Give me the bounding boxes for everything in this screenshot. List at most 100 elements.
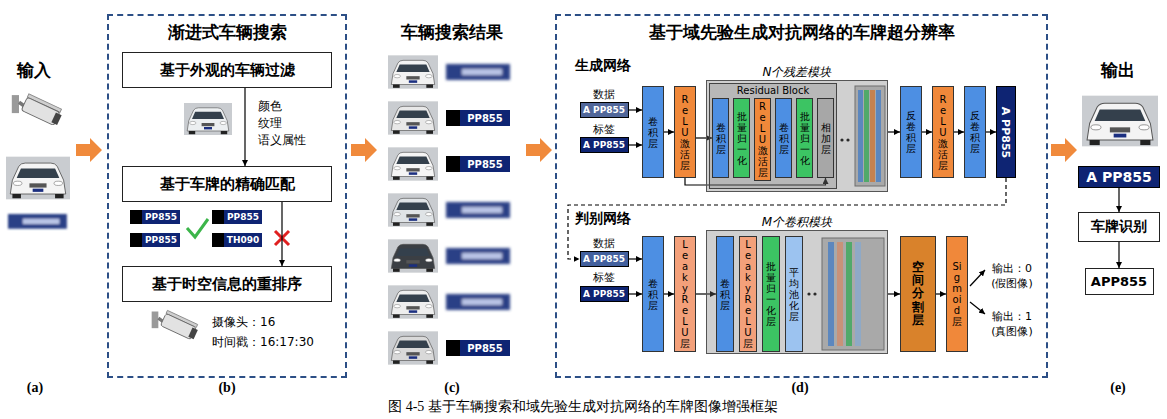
batchnorm-layer: 批量归一化 [733,98,750,178]
section-heading: 输入 [17,59,51,82]
node-text: Residual Block [710,85,836,96]
node-text: 车牌识别 [1091,218,1147,236]
connector-arrow [936,293,946,294]
attribute-label: 颜色 [258,98,282,115]
connector-arrow [1118,242,1119,268]
conv-layer: 卷积层 [712,98,729,178]
connector-arrow [281,202,282,266]
conv-layer: 卷积层 [775,98,792,178]
connector-arrow [629,258,643,259]
relu-layer: ReLU激活层 [754,98,771,181]
panel-title: 渐进式车辆搜索 [109,21,345,44]
connector-arrow [629,109,643,110]
process-box: 基于时空信息的重排序 [122,266,332,302]
plate-text: PP855 [467,113,503,124]
attribute-label: 语义属性 [258,132,306,149]
car-photo [388,193,438,226]
plate-mask [130,233,142,247]
node-text: A PP855 [1086,169,1151,185]
module-group: M个卷积模块卷积层LeakyReLU层批量归一化层平均池化层 [706,230,888,354]
connector-arrow [954,131,964,132]
node-text: 基于外观的车辆过滤 [160,61,295,80]
section-heading: 车辆搜索结果 [401,21,503,44]
deconv-layer: 反卷积层 [900,86,922,178]
output-label: 输出：1 [992,309,1032,324]
panel-letter: (c) [444,380,460,396]
output-label: (假图像) [991,276,1033,291]
connector-arrow [244,88,245,166]
input-label: 标签 [593,270,615,285]
flow-arrow [351,138,377,162]
subnet-heading: 生成网络 [575,57,631,75]
camera-info: 摄像头：16 [212,314,275,331]
plate-mask [446,340,460,356]
module-group: N个残差模块Residual Block卷积层批量归一化ReLU激活层卷积层批量… [706,80,888,192]
plate-mask [446,156,460,172]
plate-photo [212,210,262,224]
plate-text: PP855 [145,235,177,245]
panel-title: 基于域先验生成对抗网络的车牌超分辨率 [557,21,1046,44]
connector-arrow [664,131,674,132]
panel-letter: (d) [791,380,808,396]
deconv-layer: 反卷积层 [964,86,986,178]
blurred-plate-photo [446,202,510,218]
plate-text: TH090 [227,235,259,245]
node-text: ReLU激活层 [680,94,690,171]
group-heading: N个残差模块 [707,64,887,81]
plate-photo [446,156,510,172]
plate-image: A PP855 [1078,166,1160,188]
plate-mask [212,210,224,224]
connector-arrow [888,293,900,294]
plate-text: PP855 [227,212,259,222]
connector-arrow [664,293,674,294]
plate-mask [130,210,142,224]
car-photo [6,157,70,200]
node-text: Sigmoid层 [952,261,962,327]
output-label: 输出：0 [992,261,1032,276]
input-label: 数据 [593,236,615,251]
car-photo [388,55,438,88]
node-text: ReLU激活层 [938,94,948,171]
car-photo [388,101,438,134]
node-text: 相加层 [821,122,831,155]
subnet-heading: 判别网络 [575,210,631,228]
node-text: 基于时空信息的重排序 [152,275,302,294]
node-text: 卷积层 [779,122,789,155]
node-text: 反卷积层 [970,110,980,154]
relu-layer: ReLU激活层 [932,86,954,178]
spatial-split-layer: 空间分割层 [900,236,936,352]
plate-image: A PP855 [580,286,629,302]
process-box: 车牌识别 [1078,212,1160,242]
process-box: 基于外观的车辆过滤 [122,52,332,88]
plate-text: PP855 [145,212,177,222]
add-layer: 相加层 [817,98,834,178]
node-text: A PP855 [583,254,625,264]
node-text: A PP855 [583,289,625,299]
plate-text: PP855 [467,159,503,170]
car-thumbnail [184,103,232,135]
camera-icon [152,310,200,340]
node-text: A PP855 [583,105,625,115]
flow-arrow [1051,138,1077,162]
camera-icon [12,94,64,127]
plate-photo [446,340,510,356]
flow-arrow [76,138,102,162]
node-text: 反卷积层 [906,110,916,154]
panel-letter: (e) [1110,380,1126,396]
node-text: A PP855 [1000,106,1013,157]
node-text: A PP855 [583,140,625,150]
leakyrelu-layer: LeakyReLU层 [739,236,757,352]
camera-info: 时间戳：16:17:30 [212,334,314,351]
car-photo [1082,96,1158,147]
plate-mask [212,233,224,247]
car-photo [388,331,438,364]
section-heading: 输出 [1101,59,1135,82]
plate-photo [446,110,510,126]
avgpool-layer: 平均池化层 [785,236,803,352]
batchnorm-layer: 批量归一化 [796,98,813,178]
node-text: ReLU激活层 [758,101,768,178]
blurred-plate-photo [446,64,510,80]
result-box: APP855 [1085,268,1154,295]
group-heading: M个卷积模块 [707,214,887,231]
